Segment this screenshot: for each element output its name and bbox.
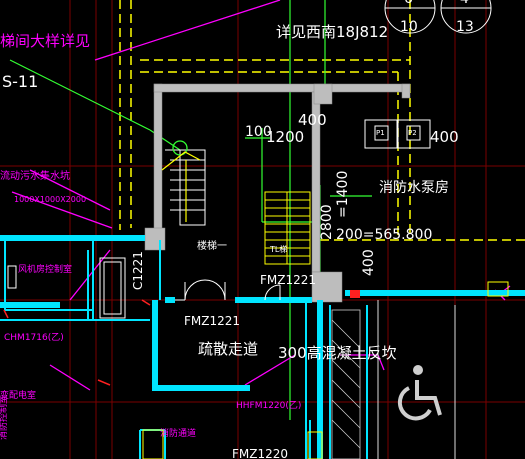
corridor-label: 疏散走道 xyxy=(198,340,259,358)
stair-note: TL梯 xyxy=(270,245,288,254)
c1221-label: C1221 xyxy=(131,251,145,290)
dim-400-top: 400 xyxy=(298,111,327,129)
grid-bubbles xyxy=(384,0,492,34)
room-left-4: 变配电室 xyxy=(0,391,37,401)
dim-1200: 1200 xyxy=(266,128,305,146)
dim-vertical-2800: 2800 xyxy=(319,204,335,240)
red-marks xyxy=(3,299,151,386)
stair-circle-marker xyxy=(172,140,188,156)
pump-room-label: 消防水泵房 xyxy=(379,180,449,196)
columns xyxy=(142,281,509,459)
room-bottom-label: 消防通道 xyxy=(160,429,197,439)
fountain-label: 流动污水集水坑 xyxy=(0,171,70,182)
bubble-4: 4 xyxy=(460,0,469,6)
door-swings xyxy=(175,279,281,301)
hhfm-label: HHFM1220(乙) xyxy=(236,401,302,411)
door-fmz1221-b: FMZ1221 xyxy=(184,314,241,328)
accessibility-icon xyxy=(397,365,442,421)
dim-vertical-1400: =1400 xyxy=(335,170,351,218)
step-equation: 200=565.800 xyxy=(336,227,433,243)
equip-p1: P1 xyxy=(376,129,385,137)
cyan-thin xyxy=(0,239,368,459)
hatch-panel xyxy=(331,309,361,459)
equipment-small-box xyxy=(7,257,126,319)
door-fmz1220: FMZ1220 xyxy=(232,447,289,459)
see-xinan-label: 详见西南18J812 xyxy=(276,23,389,41)
room-left-1: 消防控制室 xyxy=(0,394,9,440)
red-square xyxy=(350,290,360,298)
stair-top-left xyxy=(165,149,206,226)
equip-p2: P2 xyxy=(408,129,417,137)
stair-center xyxy=(264,191,311,265)
cyan-walls xyxy=(0,235,525,459)
door-fmz1221-a: FMZ1221 xyxy=(260,273,317,287)
bubble-13: 13 xyxy=(456,19,474,35)
room-left-3: 风机房控制室 xyxy=(18,265,73,275)
pump-equipment xyxy=(364,119,431,149)
stair-yellow-edges xyxy=(161,151,201,222)
dim-100: 100 xyxy=(245,124,272,140)
size-label: 1000X1000X2000 xyxy=(14,195,87,204)
dim-400-right: 400 xyxy=(430,128,459,146)
barrier-label: 300高混凝土反坎 xyxy=(278,344,397,362)
stair-one-label: 楼梯一 xyxy=(197,241,227,252)
stair-detail-ref: 梯间大样详见 xyxy=(0,32,91,50)
dim-400-vertical: 400 xyxy=(361,249,377,276)
right-wall-lines xyxy=(377,300,456,459)
room-left-2: CHM1716(乙) xyxy=(4,333,64,343)
bubble-6: 6 xyxy=(404,0,413,6)
s11-label: S-11 xyxy=(2,72,39,91)
bubble-10: 10 xyxy=(400,19,418,35)
